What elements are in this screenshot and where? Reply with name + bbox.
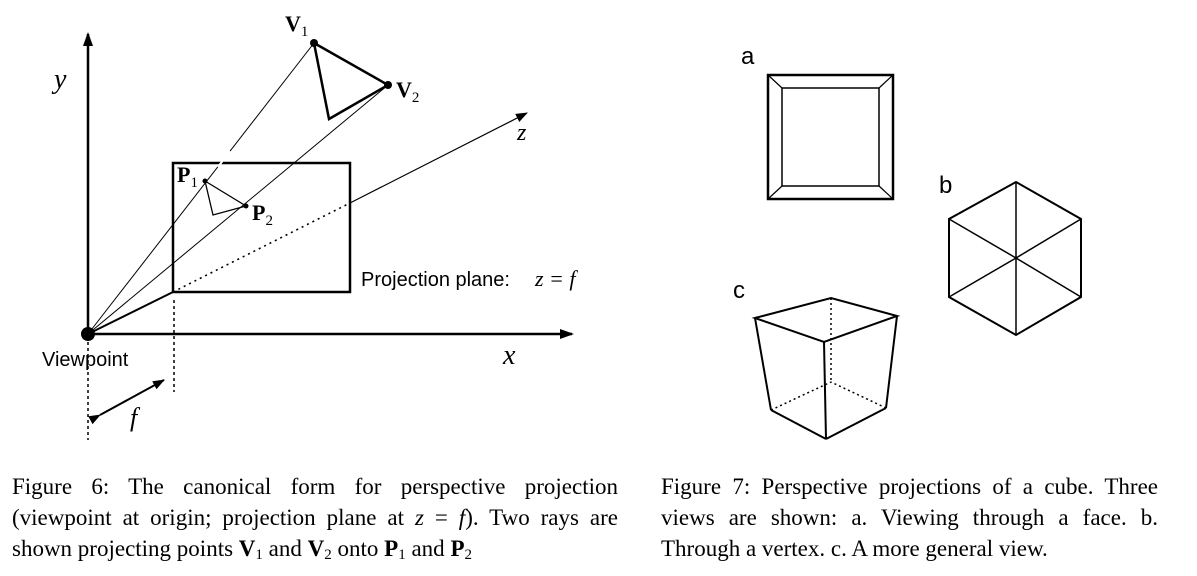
figure-7-diagram: a b c — [733, 43, 1082, 440]
z-axis-label: z — [516, 120, 527, 146]
caption6-eq: = — [423, 505, 459, 530]
label-b: b — [939, 172, 952, 199]
triangle-p — [204, 179, 248, 216]
viewpoint-label: Viewpoint — [42, 349, 129, 371]
cube-view-b — [948, 180, 1082, 337]
figure-7-caption: Figure 7: Perspective projections of a c… — [661, 474, 1158, 561]
label-c: c — [733, 277, 745, 304]
projection-plane-label: Projection plane: — [361, 269, 510, 291]
caption6-v2: V — [307, 536, 325, 561]
p2-label: P2 — [252, 200, 273, 229]
caption6-p1-sub: 1 — [398, 547, 406, 563]
p1-label: P1 — [177, 162, 198, 191]
cube-view-a — [766, 73, 895, 201]
caption6-z: z — [414, 505, 424, 530]
caption6-p2: P — [450, 536, 465, 561]
viewpoint-dot — [81, 327, 95, 341]
f-label: f — [130, 403, 141, 432]
v2-label: V2 — [396, 77, 419, 106]
caption6-v1-sub: 1 — [255, 547, 263, 563]
ray-v1-dotted — [217, 150, 231, 168]
caption6-text-2: ). Two rays are shown projecting points — [12, 505, 618, 561]
projection-plane-equation: z = f — [534, 266, 578, 291]
triangle-v — [312, 40, 391, 121]
z-axis-far — [349, 112, 528, 204]
v1-label: V1 — [285, 11, 308, 40]
caption6-p2-sub: 2 — [464, 547, 473, 563]
z-axis-near — [87, 291, 174, 335]
caption6-onto: onto — [331, 536, 385, 561]
label-a: a — [741, 43, 755, 70]
figure-6-diagram: y x z Viewpoint f V1 V2 P1 P2 Projection… — [42, 11, 578, 440]
f-arrow — [88, 379, 165, 425]
caption6-and-1: and — [262, 536, 308, 561]
figure-6-caption: Figure 6: The canonical form for perspec… — [12, 471, 618, 564]
x-axis-label: x — [502, 340, 516, 371]
caption6-v2-sub: 2 — [324, 547, 332, 563]
caption6-text-1: Figure 6: The canonical form for perspec… — [12, 474, 618, 530]
cube-view-c — [751, 296, 901, 440]
ray-to-v2 — [87, 84, 389, 335]
y-axis-label: y — [51, 64, 67, 95]
caption6-and-2: and — [405, 536, 451, 561]
projection-plane — [171, 161, 352, 294]
point-p2 — [243, 203, 249, 209]
ray-to-v1 — [87, 42, 315, 335]
point-v1 — [310, 39, 318, 47]
caption6-v1: V — [238, 536, 256, 561]
caption6-f: f — [458, 505, 466, 530]
point-v2 — [384, 81, 392, 89]
caption6-p1: P — [384, 536, 399, 561]
point-p1 — [202, 178, 208, 184]
